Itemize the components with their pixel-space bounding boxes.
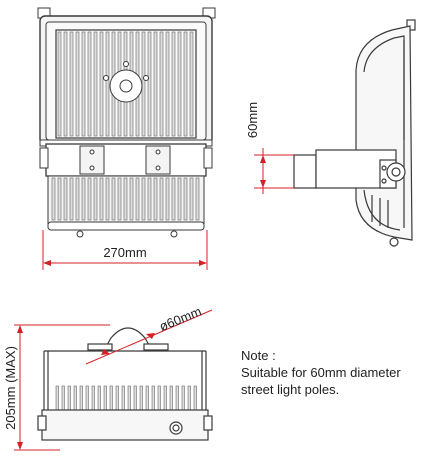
heatsink-fin (105, 31, 110, 137)
heatsink-fin (87, 31, 92, 137)
width-dimension: 270mm (42, 230, 208, 270)
width-label: 270mm (103, 245, 146, 260)
heatsink-fin (117, 177, 122, 221)
heatsink-fin (157, 385, 161, 411)
heatsink-fin (127, 385, 131, 411)
heatsink-fin (187, 385, 191, 411)
heatsink-fin (123, 177, 128, 221)
heatsink-fin (93, 177, 98, 221)
note-line-1: Suitable for 60mm diameter (241, 365, 401, 380)
heatsink-fin (97, 385, 101, 411)
heatsink-fin (147, 31, 152, 137)
heatsink-fin (171, 31, 176, 137)
heatsink-fin (121, 385, 125, 411)
pole-height-dimension: 60mm (245, 102, 294, 194)
heatsink-fin (91, 385, 95, 411)
heatsink-fin (63, 177, 68, 221)
side-view (293, 19, 416, 247)
pole-diameter-dimension: ø60mm (85, 304, 213, 365)
note-title: Note : (241, 348, 276, 363)
heatsink-fin (139, 385, 143, 411)
heatsink-fin (69, 31, 74, 137)
heatsink-fin (183, 177, 188, 221)
heatsink-fin (129, 177, 134, 221)
heatsink-fin (67, 385, 71, 411)
heatsink-fin (73, 385, 77, 411)
total-height-dimension: 205mm (MAX) (3, 324, 110, 451)
heatsink-fin (79, 385, 83, 411)
heatsink-fin (93, 31, 98, 137)
heatsink-fin (99, 31, 104, 137)
heatsink-fin (165, 31, 170, 137)
heatsink-fin (81, 177, 86, 221)
heatsink-fin (177, 177, 182, 221)
installation-note: Note : Suitable for 60mm diameter street… (241, 347, 401, 398)
heatsink-fin (159, 31, 164, 137)
heatsink-fin (163, 385, 167, 411)
heatsink-fin (81, 31, 86, 137)
heatsink-fin (183, 31, 188, 137)
front-lower-fins (51, 177, 200, 221)
heatsink-fin (153, 31, 158, 137)
bottom-view (37, 327, 213, 441)
pole-diameter-label: ø60mm (157, 304, 203, 334)
heatsink-fin (177, 31, 182, 137)
heatsink-fin (111, 177, 116, 221)
heatsink-fin (105, 177, 110, 221)
heatsink-fin (63, 31, 68, 137)
heatsink-fin (159, 177, 164, 221)
heatsink-fin (133, 385, 137, 411)
heatsink-fin (75, 31, 80, 137)
heatsink-fin (175, 385, 179, 411)
heatsink-fin (103, 385, 107, 411)
heatsink-fin (147, 177, 152, 221)
front-view (37, 7, 216, 238)
heatsink-fin (57, 177, 62, 221)
heatsink-fin (181, 385, 185, 411)
heatsink-fin (165, 177, 170, 221)
heatsink-fin (115, 385, 119, 411)
heatsink-fin (85, 385, 89, 411)
heatsink-fin (145, 385, 149, 411)
heatsink-fin (193, 385, 197, 411)
heatsink-fin (151, 385, 155, 411)
heatsink-fin (61, 385, 65, 411)
heatsink-fin (87, 177, 92, 221)
heatsink-fin (195, 177, 200, 221)
heatsink-fin (169, 385, 173, 411)
total-height-label: 205mm (MAX) (3, 346, 18, 430)
pole-height-label: 60mm (245, 102, 260, 138)
heatsink-fin (171, 177, 176, 221)
note-line-2: street light poles. (241, 382, 340, 397)
heatsink-fin (135, 177, 140, 221)
heatsink-fin (75, 177, 80, 221)
heatsink-fin (99, 177, 104, 221)
heatsink-fin (189, 31, 194, 137)
heatsink-fin (153, 177, 158, 221)
heatsink-fin (57, 31, 62, 137)
heatsink-fin (51, 177, 56, 221)
heatsink-fin (141, 31, 146, 137)
heatsink-fin (189, 177, 194, 221)
bottom-heatsink-fins (55, 385, 197, 411)
heatsink-fin (55, 385, 59, 411)
heatsink-fin (109, 385, 113, 411)
heatsink-fin (141, 177, 146, 221)
heatsink-fin (69, 177, 74, 221)
